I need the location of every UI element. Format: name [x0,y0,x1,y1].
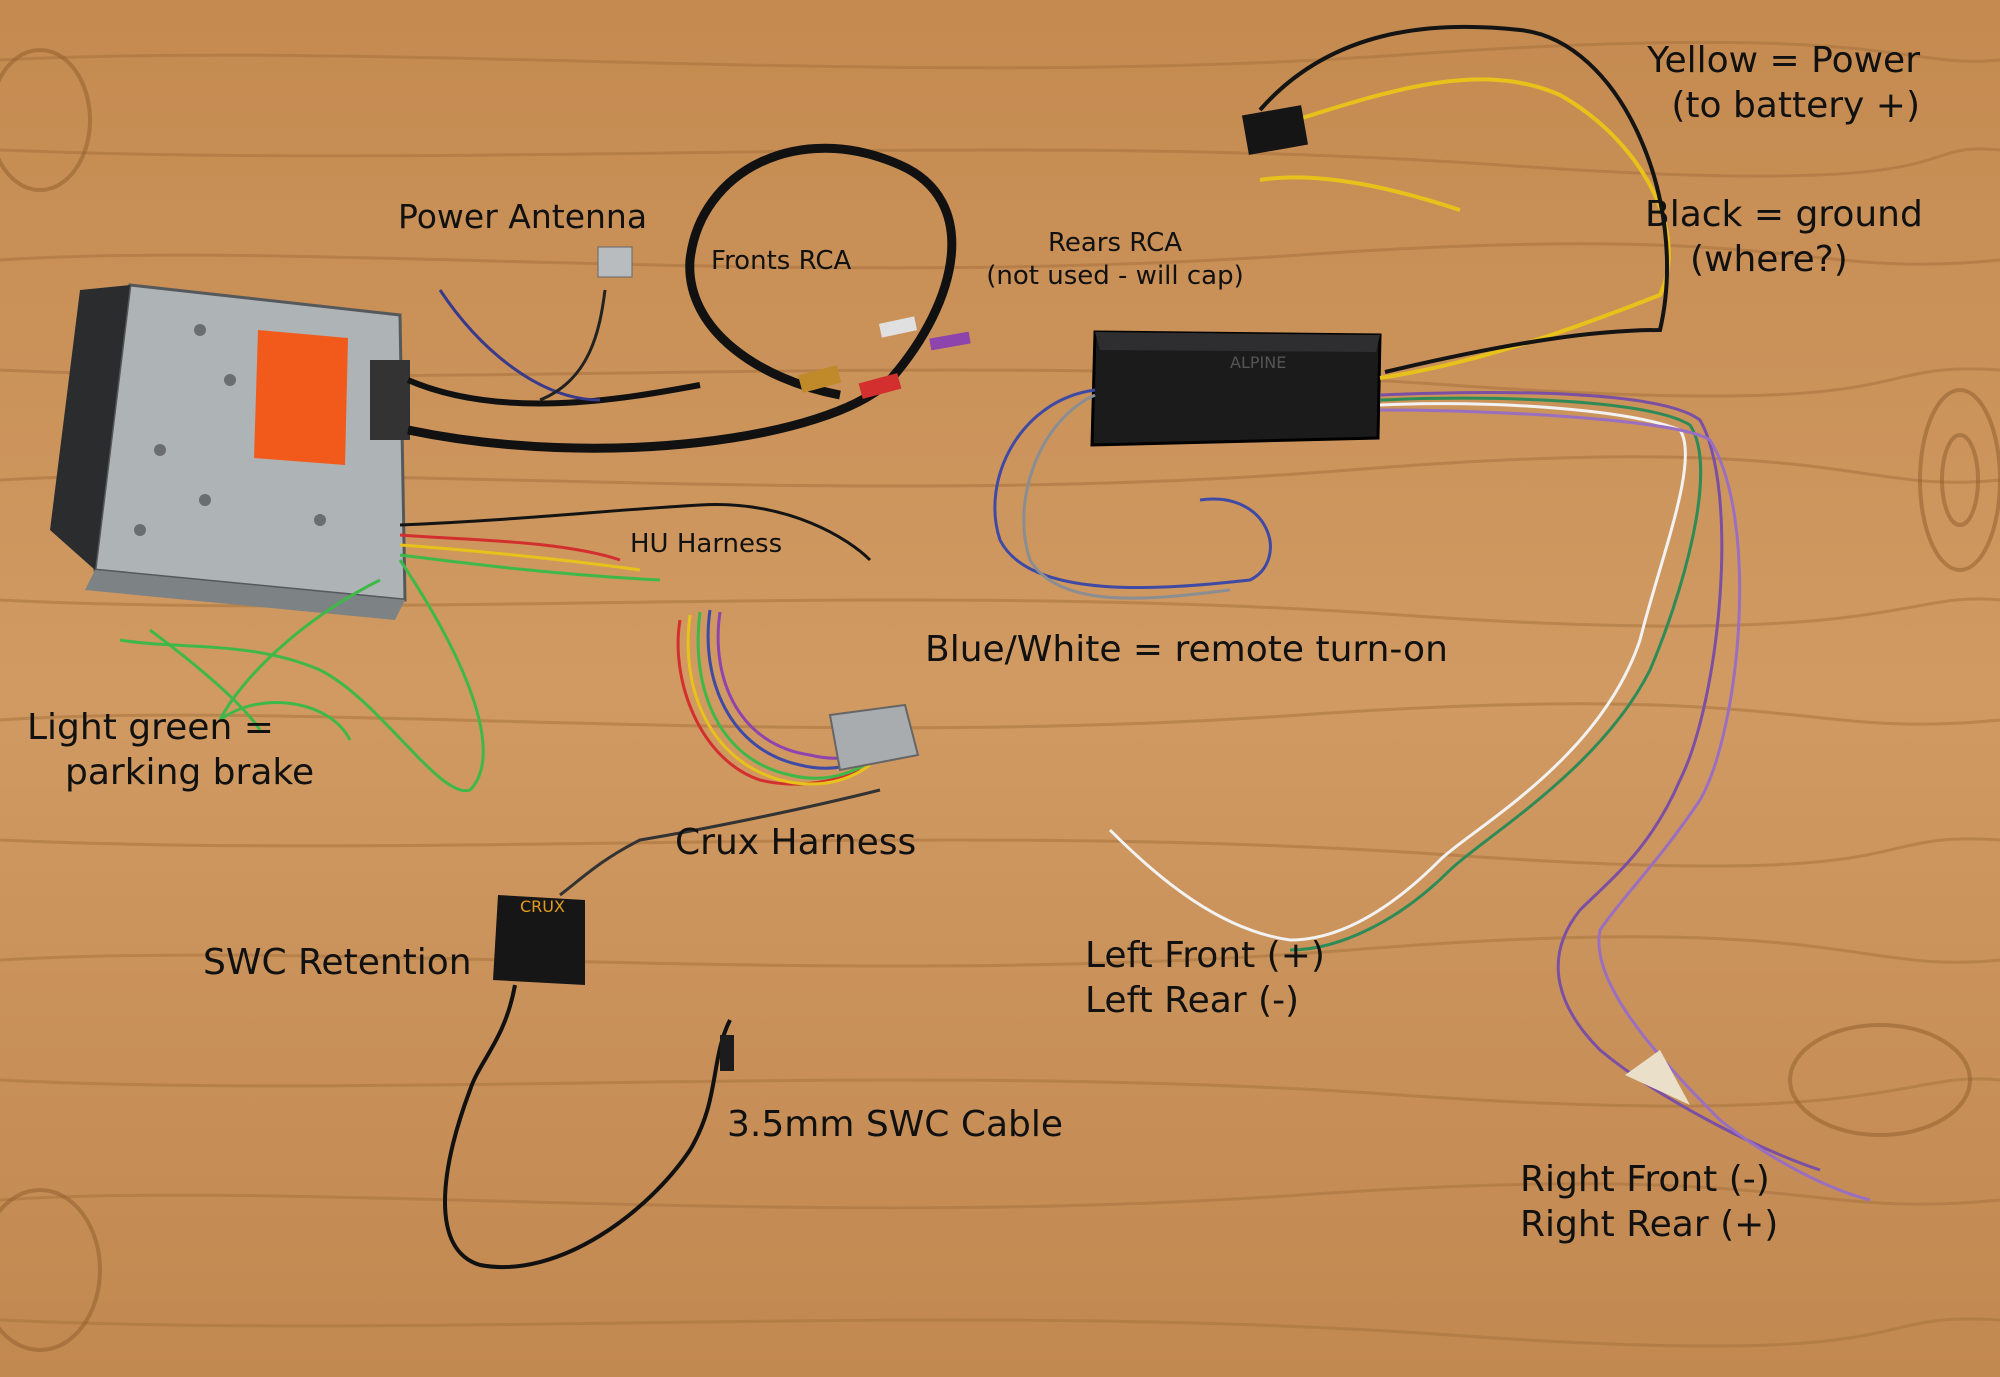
label-yellow-power-line2: (to battery +) [1671,85,1920,126]
label-yellow-power: Yellow = Power (to battery +) [1600,38,1920,128]
label-fronts-rca: Fronts RCA [711,246,852,276]
alpine-amplifier: ALPINE [1090,330,1382,447]
label-left-speakers: Left Front (+) Left Rear (-) [1085,933,1325,1023]
label-power-antenna: Power Antenna [398,197,648,236]
wood-grain [0,40,2000,1348]
swc-jack [720,1035,734,1071]
label-right-line1: Right Front (-) [1520,1159,1770,1200]
rca-plugs [798,316,971,399]
fuse-holder [1241,105,1309,155]
amp-brand-text: ALPINE [1230,353,1286,372]
hu-harness [399,503,872,582]
label-crux-harness: Crux Harness [675,822,917,863]
rca-cable-loop [406,143,957,453]
swc-cable [443,984,732,1269]
label-rears-rca-line1: Rears RCA [1047,228,1183,258]
label-rears-rca-line2: (not used - will cap) [986,260,1244,291]
crux-connector [828,703,920,772]
orange-sticker [254,330,348,465]
label-light-green-line2: parking brake [65,752,315,793]
speaker-harness [1108,391,1871,1202]
label-right-speakers: Right Front (-) Right Rear (+) [1520,1157,1778,1247]
antenna-connector [438,246,633,402]
label-swc-retention: SWC Retention [203,942,472,983]
label-rears-rca: Rears RCA (not used - will cap) [965,227,1265,292]
label-left-line1: Left Front (+) [1085,935,1325,976]
head-unit [50,283,410,620]
remote-wire [993,388,1272,600]
label-black-ground-line1: Black = ground [1645,194,1923,235]
label-left-line2: Left Rear (-) [1085,980,1300,1021]
label-yellow-power-line1: Yellow = Power [1647,40,1920,81]
swc-module: CRUX [493,895,585,985]
power-wires [1258,24,1671,380]
label-right-line2: Right Rear (+) [1520,1204,1779,1245]
crux-brand-text: CRUX [520,897,565,916]
label-light-green-line1: Light green = [27,707,274,748]
label-black-ground-line2: (where?) [1690,239,1848,280]
label-remote-turn-on: Blue/White = remote turn-on [925,629,1448,670]
label-light-green: Light green = parking brake [27,705,314,795]
parking-brake-wire [119,559,485,793]
label-black-ground: Black = ground (where?) [1645,192,1923,282]
label-hu-harness: HU Harness [630,529,783,559]
tape-flag [1625,1050,1690,1105]
wood-knots [0,48,2000,1352]
label-swc-cable: 3.5mm SWC Cable [727,1104,1064,1145]
